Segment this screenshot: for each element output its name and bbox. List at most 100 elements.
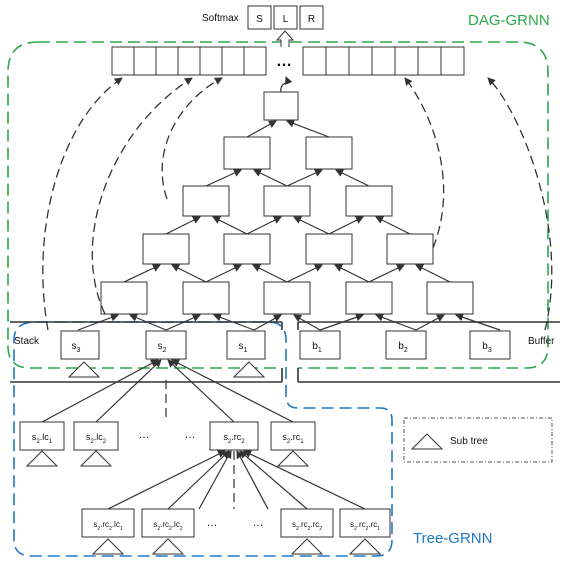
dag-node xyxy=(263,281,311,315)
subtree-icon xyxy=(348,538,382,555)
tree-level-2: s2.rc2.lc1 s2.rc2.lc2 s2.rc2.rc2 s2.rc2.… xyxy=(81,508,391,555)
svg-text:s2.rc2.lc1: s2.rc2.lc1 xyxy=(93,520,122,532)
softmax-output: S L R xyxy=(247,5,324,30)
svg-text:s2: s2 xyxy=(158,341,167,354)
stack-label: Stack xyxy=(14,336,40,347)
tree-grnn-region xyxy=(13,321,393,557)
svg-text:s2.rc2: s2.rc2 xyxy=(223,432,245,445)
buffer-item-b2 xyxy=(385,330,427,360)
buffer-items: b1 b2 b3 xyxy=(299,330,511,360)
feature-vector-right xyxy=(302,46,465,76)
buffer-item-b2-base: b xyxy=(398,341,404,352)
dag-node xyxy=(345,281,393,315)
stack-item-s3 xyxy=(60,330,100,360)
tree-node-s2-rc1 xyxy=(270,421,316,451)
tree-ellipsis: … xyxy=(253,517,264,529)
dag-node xyxy=(182,185,230,217)
legend-subtree-label: Sub tree xyxy=(450,436,488,447)
tree-level-1: s2.lc1 s2.lc2 s2.rc2 s2.rc1 xyxy=(19,421,316,467)
svg-text:s2.rc2.lc2: s2.rc2.lc2 xyxy=(153,520,182,532)
tree-node-s2-lc2 xyxy=(73,421,119,451)
tree-ellipsis: … xyxy=(207,517,218,529)
softmax-class-r-label: R xyxy=(308,14,315,25)
subtree-icon xyxy=(290,538,324,555)
tree-node-s2-rc2-rc1 xyxy=(339,508,391,538)
svg-text:s1: s1 xyxy=(239,341,248,354)
subtree-icon xyxy=(67,361,101,378)
subtree-icon xyxy=(79,450,113,467)
svg-text:s3: s3 xyxy=(72,341,81,354)
svg-text:s2.rc1: s2.rc1 xyxy=(282,432,304,445)
svg-text:s2.lc2: s2.lc2 xyxy=(86,432,107,445)
tree-level-1-edges xyxy=(41,359,294,423)
buffer-item-b3-sub: 3 xyxy=(488,347,492,354)
softmax-label: Softmax xyxy=(202,13,239,24)
tree-ellipsis: … xyxy=(139,429,150,441)
buffer-item-b1-base: b xyxy=(312,341,318,352)
buffer-item-b1 xyxy=(299,330,341,360)
stack-item-s3-base: s xyxy=(72,341,77,352)
dag-node xyxy=(100,281,148,315)
tree-grnn-title: Tree-GRNN xyxy=(413,530,492,547)
legend: Sub tree xyxy=(403,417,553,463)
svg-text:b3: b3 xyxy=(482,341,492,354)
subtree-icon xyxy=(410,433,444,450)
tree-ellipsis: … xyxy=(185,429,196,441)
feature-vector-ellipsis: … xyxy=(276,53,292,70)
buffer-label: Buffer xyxy=(528,336,555,347)
subtree-icon xyxy=(25,450,59,467)
dag-node xyxy=(223,136,271,170)
dag-grnn-title: DAG-GRNN xyxy=(468,12,550,29)
dag-nodes xyxy=(100,91,474,315)
softmax-class-r xyxy=(299,5,324,30)
stack-buffer-rails xyxy=(10,321,560,383)
softmax-class-s xyxy=(247,5,272,30)
dag-node xyxy=(142,233,190,265)
dag-node xyxy=(182,281,230,315)
subtree-icon xyxy=(91,538,125,555)
stack-item-s3-sub: 3 xyxy=(77,347,81,354)
svg-text:s2.rc2.rc1: s2.rc2.rc1 xyxy=(350,520,380,532)
svg-text:s2.rc2.rc2: s2.rc2.rc2 xyxy=(292,520,322,532)
buffer-item-b2-sub: 2 xyxy=(404,347,408,354)
stack-item-s2-sub: 2 xyxy=(163,347,167,354)
buffer-item-b3 xyxy=(469,330,511,360)
stack-items: s3 s2 s1 xyxy=(60,330,266,378)
dag-node xyxy=(223,233,271,265)
dag-edges xyxy=(77,119,501,331)
feature-vector xyxy=(111,46,465,76)
dag-grnn-region xyxy=(7,41,549,369)
softmax-class-s-label: S xyxy=(256,14,263,25)
dag-node xyxy=(305,233,353,265)
dag-node xyxy=(263,91,299,121)
dag-node xyxy=(426,281,474,315)
stack-item-s2-base: s xyxy=(158,341,163,352)
dag-node xyxy=(305,136,353,170)
stack-item-s1 xyxy=(226,330,266,360)
buffer-item-b3-base: b xyxy=(482,341,488,352)
softmax-class-l-label: L xyxy=(283,14,289,25)
dag-node xyxy=(263,185,311,217)
root-to-vector-arrow xyxy=(280,76,293,94)
stack-item-s1-base: s xyxy=(239,341,244,352)
tree-node-s2-lc1 xyxy=(19,421,65,451)
subtree-icon xyxy=(276,450,310,467)
svg-text:b1: b1 xyxy=(312,341,322,354)
softmax-class-l xyxy=(273,5,298,30)
svg-text:b2: b2 xyxy=(398,341,408,354)
subtree-icon xyxy=(151,538,185,555)
subtree-icon xyxy=(232,361,266,378)
skip-connections xyxy=(42,77,553,331)
buffer-item-b1-sub: 1 xyxy=(318,347,322,354)
softmax-input-arrow xyxy=(275,30,295,47)
tree-level-2-edges xyxy=(107,450,366,510)
tree-node-s2-rc2-rc2 xyxy=(280,508,334,538)
stack-item-s2 xyxy=(145,330,187,360)
feature-vector-left xyxy=(111,46,267,76)
stack-item-s1-sub: 1 xyxy=(244,347,248,354)
svg-text:s2.lc1: s2.lc1 xyxy=(32,432,53,445)
tree-node-s2-rc2-lc2 xyxy=(141,508,195,538)
dag-node xyxy=(345,185,393,217)
